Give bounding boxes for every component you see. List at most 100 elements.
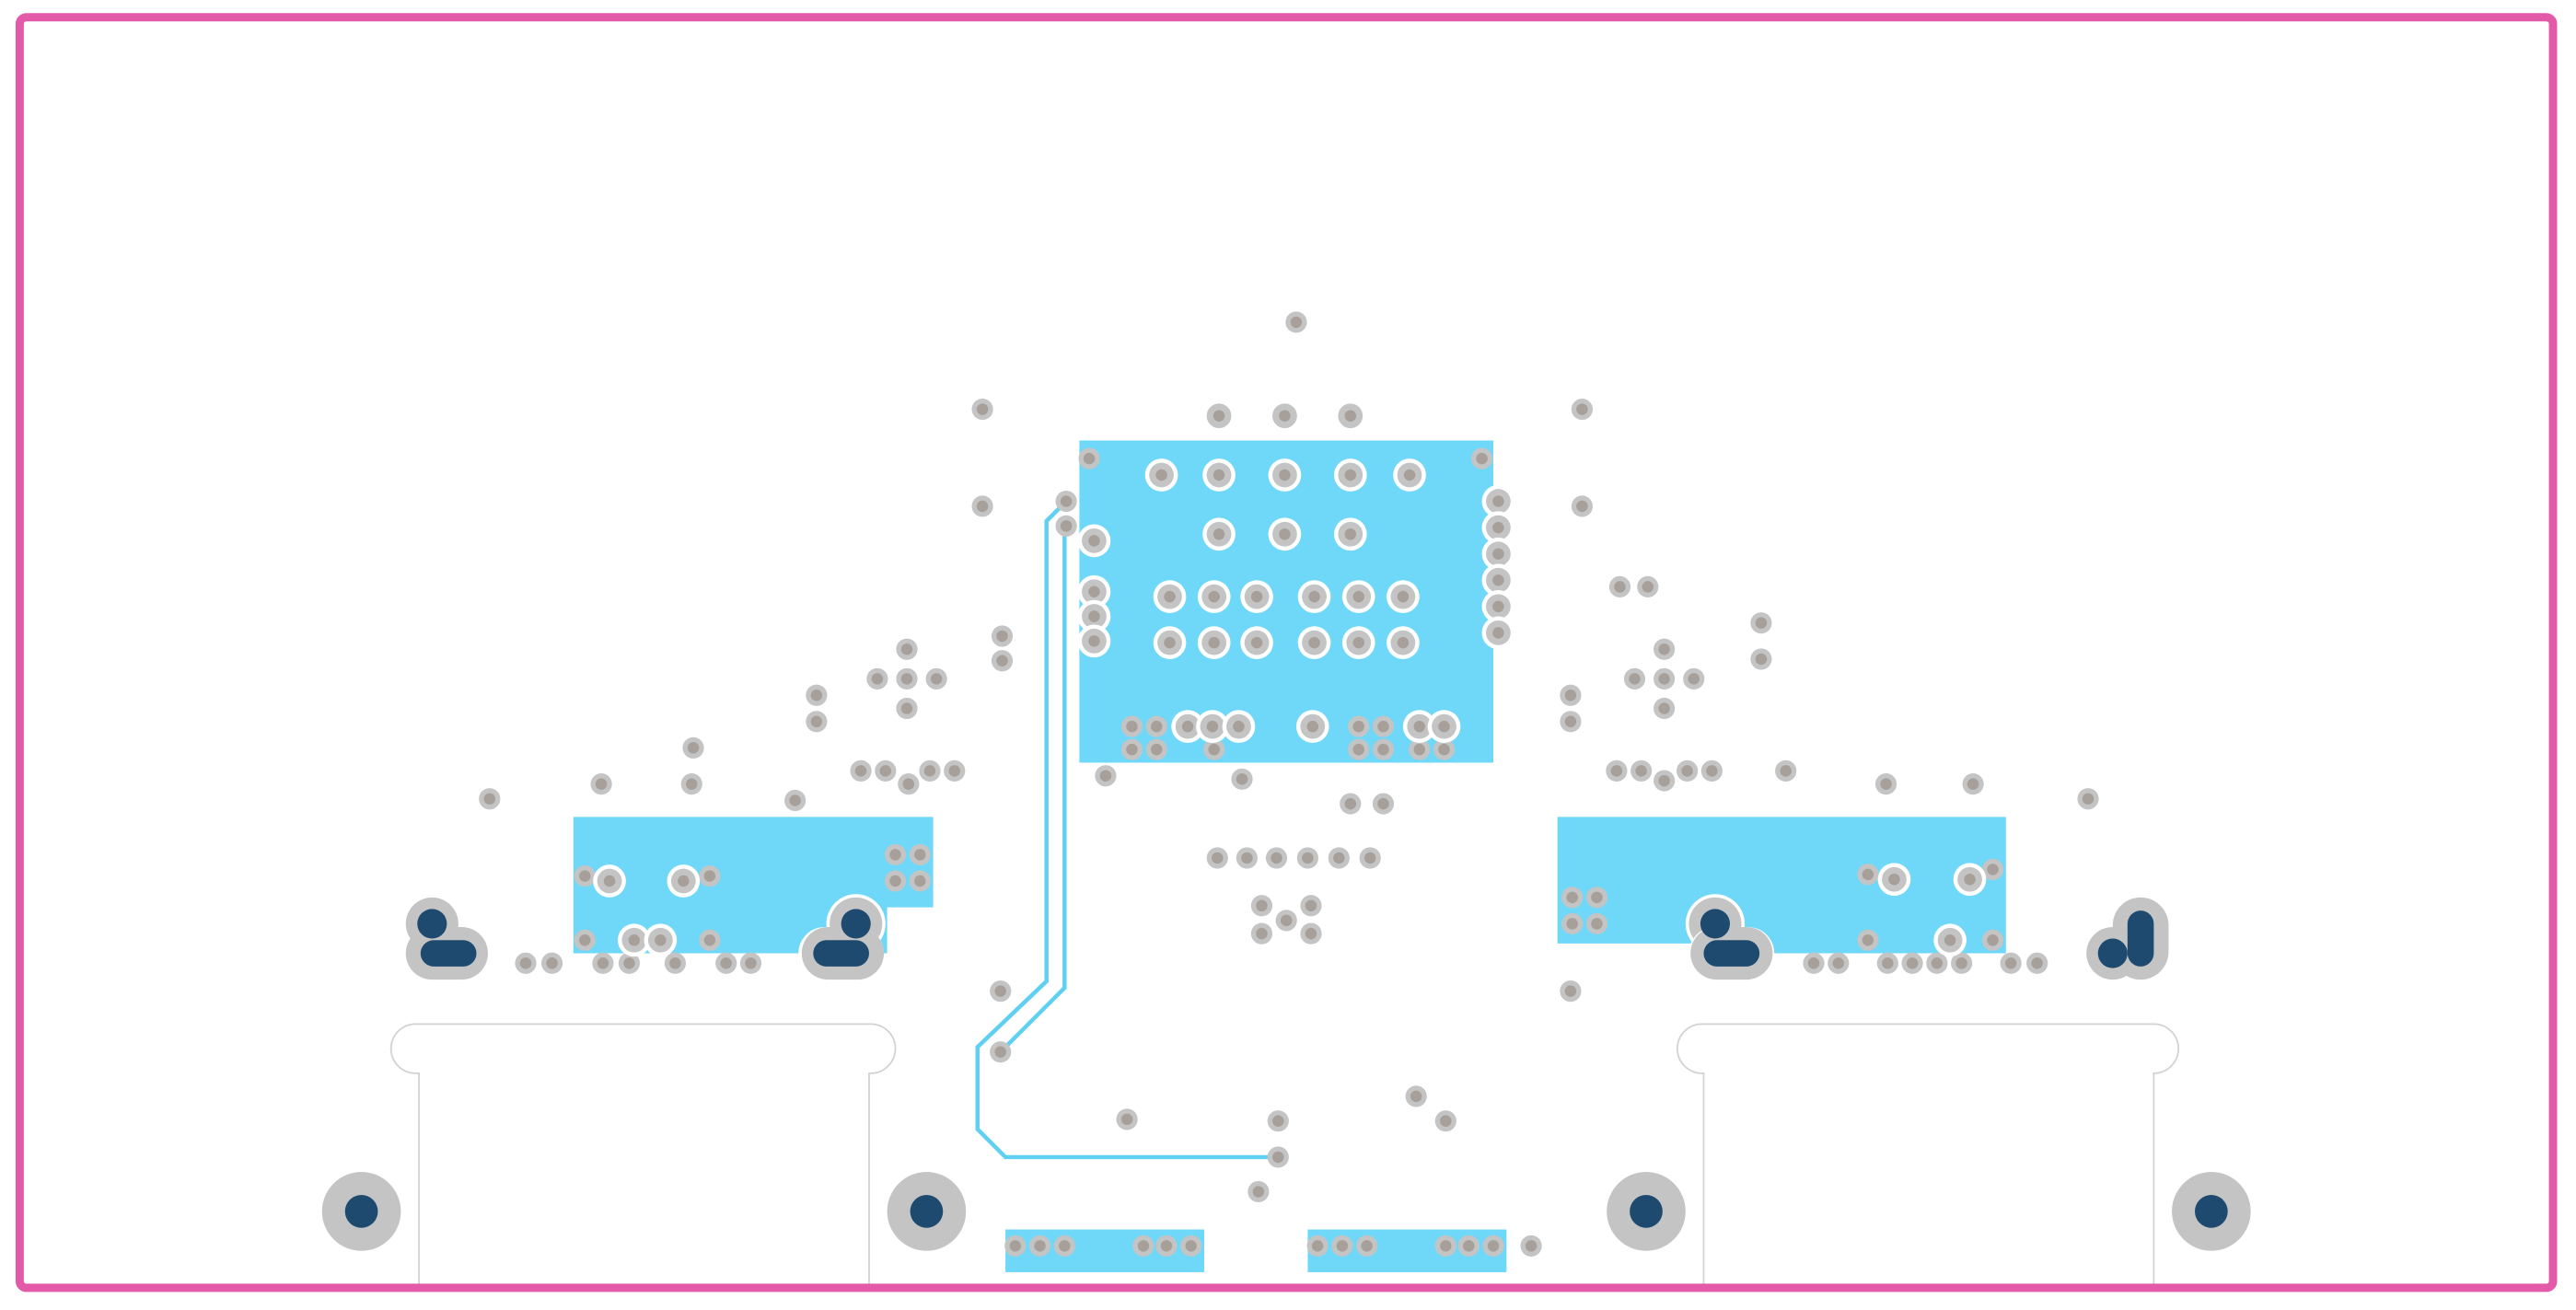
via-ringed xyxy=(1481,616,1515,650)
via xyxy=(1116,1108,1138,1130)
via-ringed xyxy=(1222,710,1256,744)
via xyxy=(1981,858,2004,881)
via xyxy=(1630,759,1653,782)
via xyxy=(1571,398,1594,421)
via xyxy=(1145,738,1167,760)
via xyxy=(2026,952,2048,974)
via-ringed xyxy=(1268,517,1302,551)
via xyxy=(1250,895,1273,917)
via xyxy=(971,495,993,517)
via-ringed xyxy=(1240,580,1273,613)
via-ringed xyxy=(1341,626,1375,659)
via xyxy=(1560,980,1582,1003)
via xyxy=(1155,1235,1178,1257)
via-ringed xyxy=(1393,458,1426,492)
via xyxy=(1236,847,1258,869)
via xyxy=(540,952,563,974)
via xyxy=(479,788,501,810)
via xyxy=(1331,1235,1353,1257)
via xyxy=(1231,768,1253,790)
via xyxy=(1247,1180,1270,1203)
via xyxy=(1296,847,1319,869)
via xyxy=(971,398,993,421)
via xyxy=(1700,759,1723,782)
via xyxy=(1654,697,1676,720)
via xyxy=(896,697,918,720)
via-ringed xyxy=(1427,710,1461,744)
via xyxy=(1683,667,1705,690)
via-ringed xyxy=(1295,710,1329,744)
via xyxy=(1405,1085,1427,1107)
via xyxy=(1434,1110,1456,1132)
via xyxy=(1356,1235,1378,1257)
via-ringed xyxy=(1077,599,1111,633)
via xyxy=(1340,793,1362,815)
via xyxy=(1275,910,1297,932)
via xyxy=(1372,715,1395,737)
via xyxy=(990,980,1012,1003)
via xyxy=(991,625,1014,647)
via xyxy=(1120,738,1143,760)
via xyxy=(1571,495,1594,517)
via xyxy=(592,952,614,974)
via xyxy=(590,773,612,795)
thru-hole-pads xyxy=(321,894,2251,1251)
via-ringed xyxy=(1387,580,1420,613)
via xyxy=(806,711,828,733)
via xyxy=(1095,765,1117,787)
via-ringed xyxy=(1481,589,1515,623)
copper-pours xyxy=(573,440,2006,1272)
via-ringed xyxy=(1268,458,1302,492)
via xyxy=(990,1041,1012,1063)
via xyxy=(909,870,931,892)
via xyxy=(991,650,1014,672)
via xyxy=(1180,1235,1202,1257)
via xyxy=(1348,738,1370,760)
via-ringed xyxy=(1202,399,1236,433)
via xyxy=(1372,793,1395,815)
via xyxy=(896,667,918,690)
via-ringed xyxy=(1077,524,1111,558)
via xyxy=(850,759,872,782)
via xyxy=(1028,1235,1051,1257)
via xyxy=(1876,952,1898,974)
via xyxy=(1561,887,1584,909)
trace-inner xyxy=(1000,524,1068,1052)
via-ringed xyxy=(1202,458,1236,492)
via-ringed xyxy=(1197,626,1231,659)
via xyxy=(1285,311,1307,333)
via-ringed xyxy=(1297,580,1331,613)
mounting-hole-1 xyxy=(321,1172,401,1251)
via xyxy=(1457,1235,1479,1257)
via xyxy=(1677,759,1699,782)
via xyxy=(1267,1110,1289,1132)
via-ringed xyxy=(1077,624,1111,658)
connector-outline-left xyxy=(389,1023,897,1286)
via xyxy=(875,759,897,782)
via-ringed xyxy=(1341,580,1375,613)
via xyxy=(1267,1146,1289,1168)
via xyxy=(1654,667,1676,690)
via xyxy=(1857,929,1879,951)
via xyxy=(1560,711,1582,733)
via xyxy=(1132,1235,1155,1257)
via xyxy=(618,952,641,974)
via xyxy=(1078,447,1100,470)
via-ringed xyxy=(593,864,626,898)
via xyxy=(1328,847,1350,869)
via-ringed xyxy=(1933,923,1967,957)
pad-oval-right-2 xyxy=(2086,897,2169,980)
via xyxy=(1750,648,1772,670)
via-ringed xyxy=(1240,626,1273,659)
via xyxy=(909,843,931,866)
via xyxy=(680,773,702,795)
via xyxy=(2000,952,2022,974)
via-ringed xyxy=(1268,399,1302,433)
via xyxy=(1828,952,1850,974)
via xyxy=(1962,773,1984,795)
via xyxy=(1560,684,1582,706)
via xyxy=(1981,929,2004,951)
via xyxy=(1520,1235,1542,1257)
via-ringed xyxy=(1481,484,1515,518)
